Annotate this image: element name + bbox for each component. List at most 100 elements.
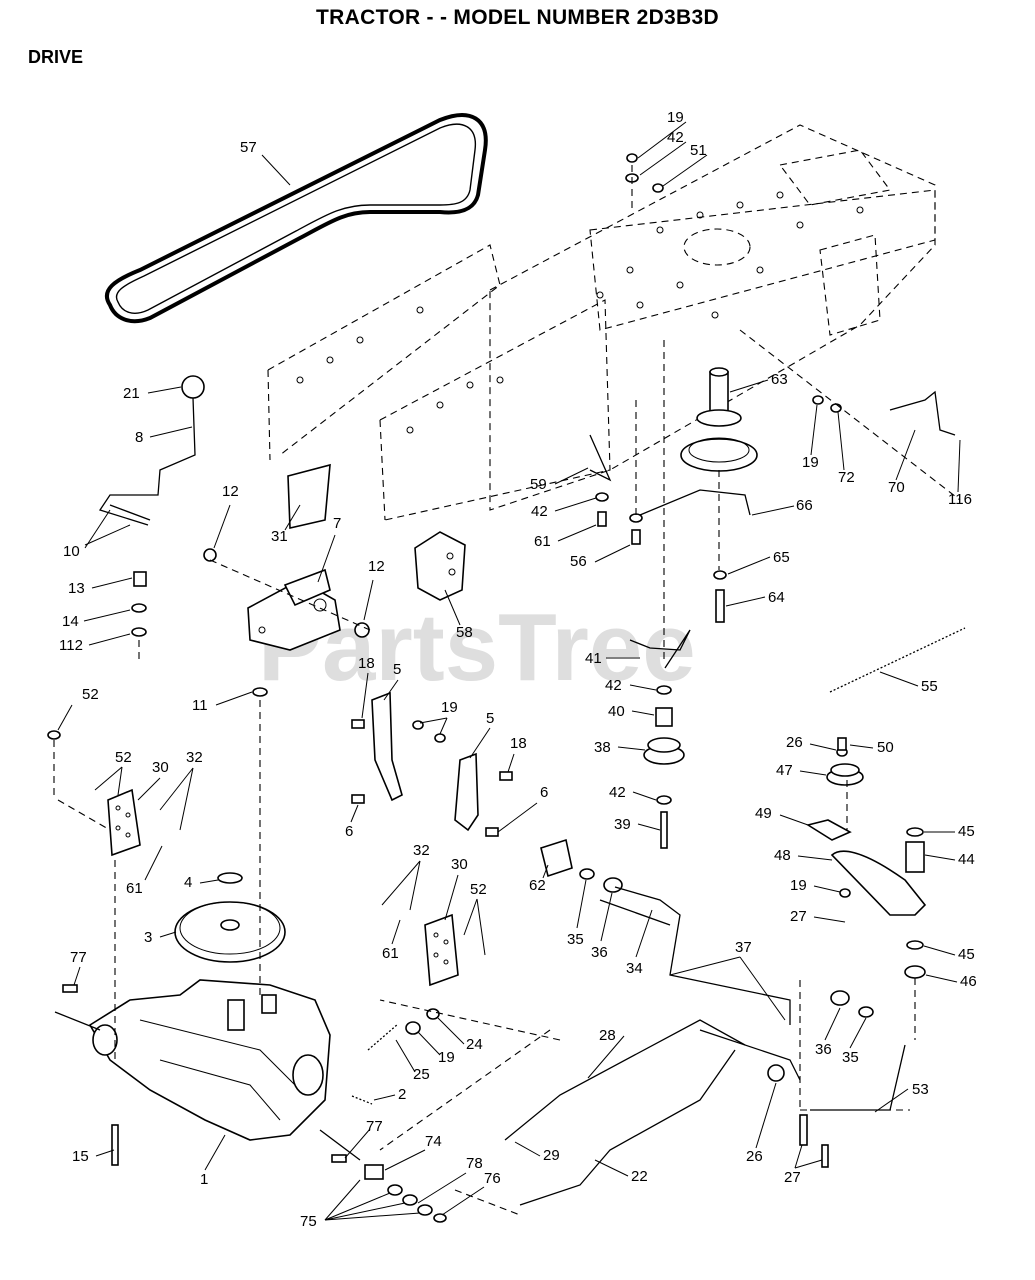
- brackets-30: [107, 788, 459, 987]
- drive-belt: [104, 113, 488, 324]
- callout-c11: 11: [192, 697, 208, 714]
- callout-c34: 34: [626, 960, 643, 977]
- callout-c4: 4: [184, 874, 192, 891]
- callout-c74: 74: [425, 1133, 442, 1150]
- hardware: [47, 153, 926, 1166]
- callout-c52c: 52: [470, 881, 487, 898]
- brackets-5: [351, 691, 513, 837]
- callout-c14: 14: [62, 613, 79, 630]
- callout-c19d: 19: [790, 877, 807, 894]
- callout-c65: 65: [773, 549, 790, 566]
- callout-c32b: 32: [413, 842, 430, 859]
- callout-c39: 39: [614, 816, 631, 833]
- callout-c30a: 30: [152, 759, 169, 776]
- callout-c22: 22: [631, 1168, 648, 1185]
- spring-55: [829, 627, 966, 693]
- callout-c1: 1: [200, 1171, 208, 1188]
- part-callouts: 5719425121812103171213141125863197270116…: [59, 109, 977, 1230]
- callout-c35a: 35: [567, 931, 584, 948]
- spring-25: [367, 1023, 399, 1051]
- callout-c26b: 26: [746, 1148, 763, 1165]
- callout-c49: 49: [755, 805, 772, 822]
- callout-c52b: 52: [115, 749, 132, 766]
- callout-c66: 66: [796, 497, 813, 514]
- idler-pulley-38: [643, 737, 685, 765]
- shift-bracket: [247, 568, 341, 651]
- callout-c3: 3: [144, 929, 152, 946]
- callout-c37: 37: [735, 939, 752, 956]
- plate-49: [805, 819, 852, 841]
- callout-c13: 13: [68, 580, 85, 597]
- callout-c51: 51: [690, 142, 707, 159]
- callout-c42b: 42: [531, 503, 548, 520]
- callout-c5b: 5: [486, 710, 494, 727]
- callout-c61a: 61: [534, 533, 551, 550]
- pulley-63: [680, 367, 758, 472]
- callout-c76: 76: [484, 1170, 501, 1187]
- callout-c47: 47: [776, 762, 793, 779]
- leader-lines: [57, 121, 961, 1221]
- callout-c10: 10: [63, 543, 80, 560]
- callout-c12a: 12: [222, 483, 239, 500]
- callout-c18b: 18: [510, 735, 527, 752]
- callout-c29: 29: [543, 1147, 560, 1164]
- callout-c59: 59: [530, 476, 547, 493]
- callout-c30b: 30: [451, 856, 468, 873]
- callout-c27a: 27: [790, 908, 807, 925]
- callout-c116: 116: [948, 491, 972, 508]
- callout-c27b: 27: [784, 1169, 801, 1186]
- callout-c12b: 12: [368, 558, 385, 575]
- section-label: DRIVE: [28, 47, 84, 67]
- callout-c40: 40: [608, 703, 625, 720]
- alignment-lines: [53, 165, 961, 1216]
- spring-2: [351, 1095, 373, 1105]
- callout-c32a: 32: [186, 749, 203, 766]
- callout-c26a: 26: [786, 734, 803, 751]
- frame-holes: [296, 191, 864, 434]
- linkage-rods: [504, 390, 956, 1206]
- callout-c2: 2: [398, 1086, 406, 1103]
- callout-c64: 64: [768, 589, 785, 606]
- callout-c72: 72: [838, 469, 855, 486]
- callout-c19c: 19: [441, 699, 458, 716]
- callout-c24: 24: [466, 1036, 483, 1053]
- callout-c53: 53: [912, 1081, 929, 1098]
- callout-c52a: 52: [82, 686, 99, 703]
- callout-c36b: 36: [815, 1041, 832, 1058]
- callout-c70: 70: [888, 479, 905, 496]
- callout-c77a: 77: [70, 949, 87, 966]
- callout-c57: 57: [240, 139, 257, 156]
- callout-c5a: 5: [393, 661, 401, 678]
- callout-c58: 58: [456, 624, 473, 641]
- callout-c56: 56: [570, 553, 587, 570]
- callout-c61b: 61: [126, 880, 143, 897]
- callout-c46: 46: [960, 973, 977, 990]
- callout-c19b: 19: [802, 454, 819, 471]
- callout-c21: 21: [123, 385, 140, 402]
- callout-c6a: 6: [345, 823, 353, 840]
- callout-c55: 55: [921, 678, 938, 695]
- callout-c28: 28: [599, 1027, 616, 1044]
- plate-31: [287, 463, 331, 529]
- transaxle: [54, 979, 447, 1223]
- callout-c38: 38: [594, 739, 611, 756]
- callout-c42d: 42: [609, 784, 626, 801]
- diagram-title: TRACTOR - - MODEL NUMBER 2D3B3D: [316, 6, 719, 29]
- idler-pulley-47: [826, 763, 864, 786]
- callout-c15: 15: [72, 1148, 89, 1165]
- callout-c61c: 61: [382, 945, 399, 962]
- callout-c25: 25: [413, 1066, 430, 1083]
- tractor-frame: [267, 124, 936, 521]
- plate-58: [414, 531, 466, 601]
- callout-c45a: 45: [958, 823, 975, 840]
- callout-c44: 44: [958, 851, 975, 868]
- callout-c41: 41: [585, 650, 602, 667]
- callout-c78: 78: [466, 1155, 483, 1172]
- callout-c48: 48: [774, 847, 791, 864]
- callout-c19a: 19: [667, 109, 684, 126]
- callout-c42a: 42: [667, 129, 684, 146]
- callout-c75: 75: [300, 1213, 317, 1230]
- callout-c31: 31: [271, 528, 288, 545]
- callout-c42c: 42: [605, 677, 622, 694]
